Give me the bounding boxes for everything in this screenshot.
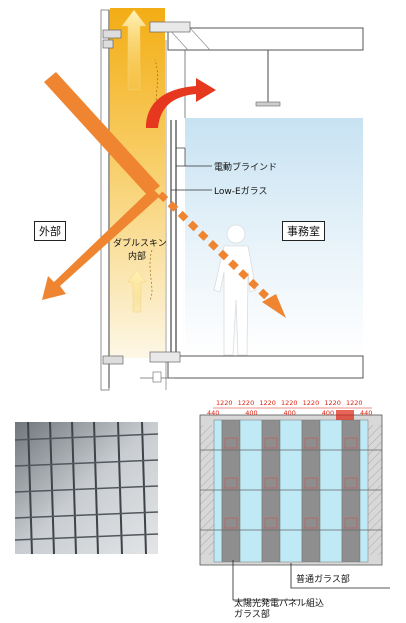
dimension-label: 1220 [216,399,233,407]
label-double-skin: ダブルスキン [113,239,167,249]
facade-elevation [199,410,383,566]
pv-cell-mark [304,437,318,449]
pv-cell-mark [344,517,358,529]
photo-transom [14,459,159,467]
sun-ray-transmitted [157,191,273,303]
pv-cell-mark [304,517,318,529]
lower-slab [167,355,364,379]
photo-mullion [71,421,77,555]
dimension-label: 1220 [281,399,298,407]
normal-glass-column [213,419,223,563]
pv-cell-mark [264,477,278,489]
photo-mullion [27,421,33,555]
upper-slab [167,27,364,51]
dimension-label: 440 [207,409,220,417]
facade-photo [14,421,159,555]
pv-cell-mark [344,477,358,489]
photo-transom [14,511,159,519]
photo-mullion [141,421,147,555]
dimension-label: 400 [321,409,335,417]
pv-panel-column [261,419,281,563]
photo-transom [14,433,159,441]
label-office: 事務室 [282,221,325,241]
label-low-e: Low-Eガラス [214,187,268,197]
sun-ray-incoming [44,72,160,196]
dimension-label: 400 [283,409,296,417]
sun-ray-reflected [42,188,160,300]
normal-glass-column [239,419,263,563]
normal-glass-column [279,419,303,563]
label-solar-glass-line1: 太陽光発電パネル組込 [234,599,325,609]
outer-frame-left [100,9,110,391]
label-exterior: 外部 [34,221,66,241]
pv-cell-mark [264,517,278,529]
photo-transom [14,533,159,541]
pv-panel-column [341,419,361,563]
dimension-label: 1220 [346,399,363,407]
dimension-label: 440 [360,409,373,417]
label-double-skin-inner: 内部 [128,252,147,262]
label-normal-glass: 普通ガラス部 [296,575,350,585]
dimension-label: 1220 [324,399,341,407]
label-blind: 電動ブラインド [214,163,278,173]
dimension-label: 400 [245,409,258,417]
pv-cell-mark [344,437,358,449]
office-interior [185,118,363,356]
photo-transom [14,485,159,493]
pv-cell-mark [224,437,238,449]
dimension-label: 1220 [302,399,320,407]
pv-cell-mark [264,437,278,449]
cavity-updraft-arrow-top [121,9,147,91]
leader-normal-glass [290,563,390,589]
pv-cell-mark [304,477,318,489]
normal-glass-column [359,419,369,563]
pv-panel-column [301,419,321,563]
pv-panel-column [221,419,241,563]
leader-solar-glass [232,560,300,601]
pv-cell-mark [224,477,238,489]
cavity-updraft-arrow-bottom [127,269,147,313]
dimension-label: 1220 [259,399,276,407]
label-solar-glass-line2: ガラス部 [234,610,270,620]
heat-exhaust-arrow [146,78,216,128]
pv-cell-mark [224,517,238,529]
normal-glass-column [319,419,343,563]
dimension-label: 1220 [237,399,255,407]
photo-mullion [49,421,55,555]
